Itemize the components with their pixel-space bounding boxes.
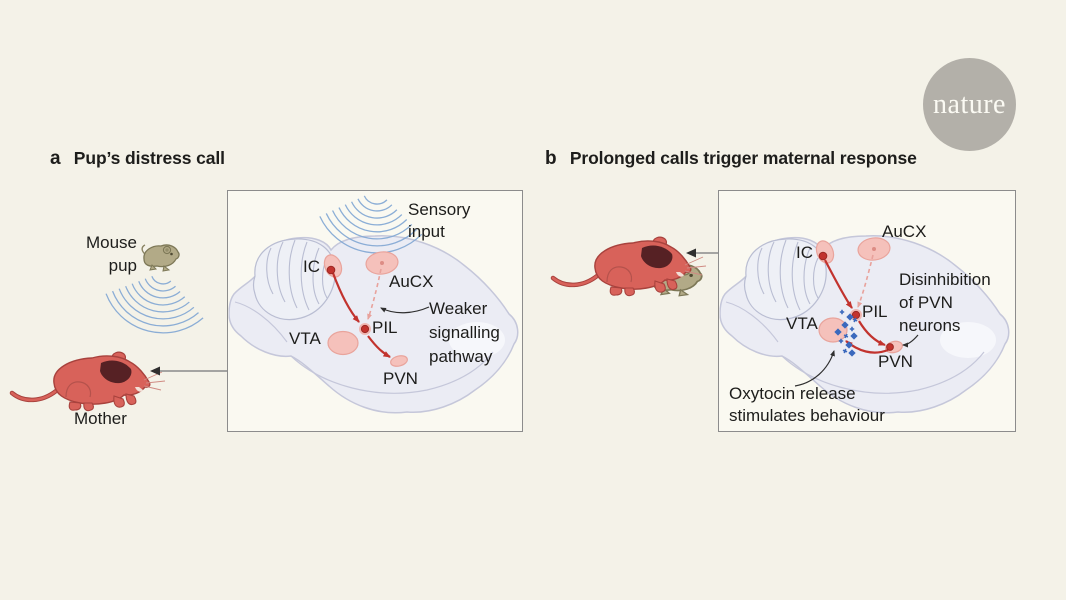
weak-pathway-arrow-aucx-to-pil [857,254,874,308]
oxytocin-note: Oxytocin release stimulates behaviour [729,384,885,425]
pvn-region [390,355,408,367]
aucx-node [872,247,876,251]
panel-b-title: b Prolonged calls trigger maternal respo… [545,148,917,170]
disinhibition-note-pointer [902,334,919,348]
ic-label-a: IC [303,257,320,276]
sensory-input-waves [319,195,423,254]
mother-mouse-icon [12,352,165,410]
panel-a-title-text: Pup’s distress call [73,148,225,168]
nature-logo-text: nature [933,88,1006,120]
pil-node [360,324,370,334]
ic-node [326,265,336,275]
sensory-input-label: Sensory input [408,200,471,241]
pil-node [851,310,861,320]
pvn-label-a: PVN [383,369,418,388]
vta-label-a: VTA [289,329,321,348]
oxytocin-molecules [834,309,858,357]
pathway-arrow-pil-to-pvn [367,335,391,358]
aucx-node [380,261,384,265]
pvn-node [886,343,894,351]
brain-to-mother-arrow-b [686,248,719,258]
pil-label-b: PIL [862,302,888,321]
mouse-pup-icon [141,244,180,272]
mother-label: Mother [74,409,127,428]
pil-label-a: PIL [372,318,398,337]
panel-b-title-text: Prolonged calls trigger maternal respons… [569,148,917,168]
brain-to-mother-arrow-a [150,366,228,376]
aucx-label-a: AuCX [389,272,434,291]
vta-region [327,330,359,356]
panel-b-letter: b [545,148,557,169]
vta-label-b: VTA [786,314,818,333]
ic-label-b: IC [796,243,813,262]
oxytocin-note-pointer [794,350,835,387]
weaker-signalling-note: Weaker signalling pathway [429,299,500,366]
ic-node [818,251,828,261]
disinhibition-note: Disinhibition of PVN neurons [899,270,991,335]
pvn-label-b: PVN [878,352,913,371]
pathway-arrow-ic-to-pil [824,259,853,309]
mouse-pup-label: Mouse pup [85,233,137,275]
pathway-arrow-ic-to-pil [331,272,360,323]
panel-a-title: a Pup’s distress call [50,148,225,170]
panel-a-letter: a [50,148,61,169]
nature-logo: nature [923,58,1016,151]
brain-regions-a [323,251,408,367]
pathway-arrow-pil-to-pvn [858,320,886,347]
weaker-note-pointer [380,306,430,314]
pup-call-waves [105,275,204,334]
aucx-label-b: AuCX [882,222,927,241]
vta-region [818,317,848,343]
